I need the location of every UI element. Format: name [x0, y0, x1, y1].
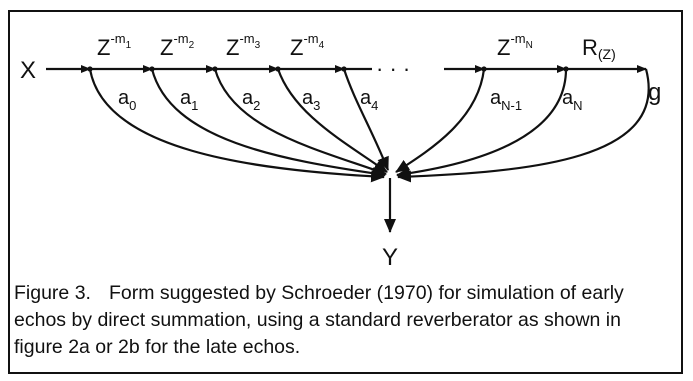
input-label-x: X: [20, 57, 36, 84]
gain-label-a2: a2: [242, 87, 260, 113]
figure-caption: Figure 3.Form suggested by Schroeder (19…: [14, 280, 674, 361]
gain-label-an-1: aN-1: [490, 87, 522, 113]
branch-curve-an: [396, 68, 568, 180]
figure-frame: [8, 10, 683, 374]
delay-label-1: Z-m1: [97, 31, 132, 60]
delay-label-4: Z-m4: [290, 31, 325, 60]
gain-label-a3: a3: [302, 87, 320, 113]
reverberator-label: R(Z): [582, 35, 616, 62]
branch-curve-an-1: [395, 68, 486, 173]
branch-curve-a2: [213, 68, 387, 176]
gain-label-an: aN: [562, 87, 583, 113]
gain-label-a0: a0: [118, 87, 136, 113]
ellipsis-label: · · ·: [376, 56, 410, 81]
reverb-gain-label-g: g: [648, 79, 661, 106]
caption-text: Form suggested by Schroeder (1970) for s…: [14, 282, 624, 358]
delay-label-3: Z-m3: [226, 31, 261, 60]
branch-curve-a4: [342, 68, 390, 171]
branch-curve-a1: [150, 68, 386, 180]
branch-curve-a0: [88, 68, 385, 183]
gain-label-a4: a4: [360, 87, 378, 113]
branch-curve-g: [397, 68, 650, 183]
caption-figure-number: Figure 3.: [14, 282, 91, 304]
delay-label-n: Z-mN: [497, 31, 533, 60]
output-label-y: Y: [382, 244, 398, 271]
delay-label-2: Z-m2: [160, 31, 195, 60]
signal-flow-diagram: X · · · Z-m1 Z-m2 Z-m3 Z-m4 Z-mN: [20, 31, 661, 271]
gain-label-a1: a1: [180, 87, 198, 113]
branch-curve-a3: [276, 68, 388, 173]
